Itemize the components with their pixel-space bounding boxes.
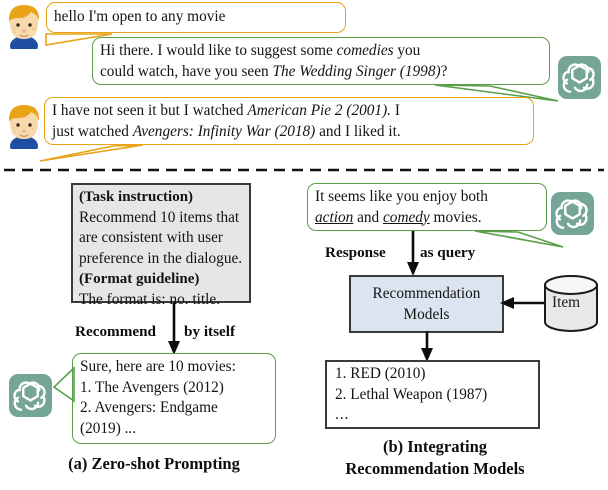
recommend-arrow-label-right: by itself <box>184 323 236 340</box>
result-item: 2. Lethal Weapon (1987) <box>335 385 488 403</box>
bubble-line: could watch, have you seen The Wedding S… <box>100 62 448 80</box>
response-arrow-label-right: as query <box>420 244 476 261</box>
recommend-arrow-label-left: Recommend <box>75 323 156 340</box>
user-avatar-icon <box>3 3 45 56</box>
zeroshot-response-bubble: Sure, here are 10 movies: 1. The Avenger… <box>72 353 276 444</box>
dialogue-bubble-user-2: I have not seen it but I watched America… <box>44 97 534 145</box>
chatgpt-logo-icon <box>9 374 52 417</box>
response-arrow-label-left: Response <box>325 244 386 261</box>
recommendation-results-box: 1. RED (2010) 2. Lethal Weapon (1987) ..… <box>325 360 540 429</box>
panel-b-caption: (b) Integrating <box>330 437 540 457</box>
format-guideline-line: The format is: no. title. <box>79 290 221 308</box>
bubble-tail-assistant-1 <box>434 84 559 102</box>
task-instruction-heading: (Task instruction) <box>79 189 194 205</box>
bubble-line: just watched Avengers: Infinity War (201… <box>52 122 401 140</box>
item-to-model-arrow <box>500 297 544 309</box>
bubble-line: 2. Avengers: Endgame <box>80 399 218 416</box>
result-item: 1. RED (2010) <box>335 365 426 382</box>
bubble-line: (2019) ... <box>80 419 137 437</box>
bubble-line: It seems like you enjoy both <box>315 188 488 205</box>
bubble-line: I have not seen it but I watched America… <box>52 102 400 119</box>
bubble-tail-integrating <box>474 230 564 248</box>
genre-comedy: comedy <box>383 208 430 226</box>
model-to-results-arrow <box>421 331 433 362</box>
model-box-line: Models <box>403 305 450 323</box>
chatgpt-logo-icon <box>551 192 594 235</box>
panel-b-caption-line2-wrap: Recommendation Models <box>300 459 570 479</box>
task-instruction-box: (Task instruction) Recommend 10 items th… <box>71 183 251 308</box>
panel-a-caption: (a) Zero-shot Prompting <box>68 454 240 473</box>
bubble-line: action and comedy movies. <box>315 208 482 226</box>
task-instruction-line: are consistent with user <box>79 229 224 247</box>
bubble-tail-user-2 <box>39 144 144 162</box>
model-box-line: Recommendation <box>372 285 481 302</box>
section-divider <box>4 168 604 172</box>
genre-action: action <box>315 208 354 226</box>
bubble-line: Hi there. I would like to suggest some c… <box>100 42 421 59</box>
recommendation-models-box: Recommendation Models <box>349 275 504 333</box>
bubble-line: hello I'm open to any movie <box>54 8 226 25</box>
format-guideline-heading: (Format guideline) <box>79 271 200 288</box>
chatgpt-logo-icon <box>558 56 601 99</box>
result-item-ellipsis: ... <box>335 406 350 424</box>
bubble-line: 1. The Avengers (2012) <box>80 378 224 396</box>
task-instruction-line: Recommend 10 items that <box>79 208 240 226</box>
response-flow-arrow <box>407 231 419 276</box>
user-avatar-icon <box>3 103 45 156</box>
bubble-line: Sure, here are 10 movies: <box>80 358 236 375</box>
bubble-tail-zeroshot <box>52 366 75 403</box>
task-instruction-line: preference in the dialogue. <box>79 249 243 267</box>
dialogue-bubble-user-1: hello I'm open to any movie <box>46 2 346 33</box>
bubble-tail-user-1 <box>45 33 113 46</box>
dialogue-bubble-assistant-1: Hi there. I would like to suggest some c… <box>92 37 550 85</box>
item-datastore-label: Item <box>552 294 581 311</box>
panel-b-caption-line: (b) Integrating <box>382 437 488 456</box>
panel-b-caption-line: Recommendation Models <box>345 459 525 478</box>
integrating-response-bubble: It seems like you enjoy both action and … <box>307 183 547 231</box>
recommend-flow-arrow <box>168 303 180 355</box>
item-datastore-icon <box>544 275 598 332</box>
